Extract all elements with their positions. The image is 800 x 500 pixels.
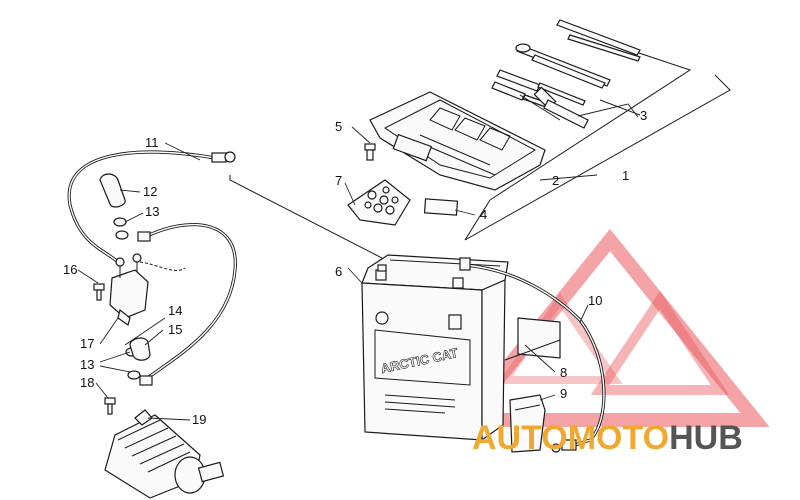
callout-8: 8 <box>560 365 567 380</box>
tool-set <box>491 19 641 129</box>
solenoid-17 <box>109 253 186 326</box>
battery-pad-8 <box>517 317 561 359</box>
bolt-16 <box>93 283 105 301</box>
watermark-logo <box>450 228 770 427</box>
decal-4 <box>423 198 459 216</box>
starter-motor-19 <box>104 409 225 499</box>
fastener-pack-7 <box>347 179 411 226</box>
starter-cable-14 <box>137 223 237 386</box>
svg-text:AUTOMOTOHUB: AUTOMOTOHUB <box>472 419 743 457</box>
callout-14: 14 <box>168 303 182 318</box>
battery-6: ARCTIC CAT <box>361 254 509 442</box>
callout-5: 5 <box>335 119 342 134</box>
callout-11: 11 <box>145 135 159 150</box>
callouts: 1 2 3 4 5 6 7 8 9 10 11 12 13 13 14 15 1… <box>63 108 647 427</box>
callout-18: 18 <box>80 375 94 390</box>
callout-19: 19 <box>192 412 206 427</box>
callout-16: 16 <box>63 262 77 277</box>
callout-17: 17 <box>80 336 94 351</box>
bolt-5 <box>364 143 376 161</box>
callout-13-top: 13 <box>145 204 159 219</box>
callout-6: 6 <box>335 264 342 279</box>
kit-outline <box>464 44 731 241</box>
callout-15: 15 <box>168 322 182 337</box>
callout-7: 7 <box>335 173 342 188</box>
callout-4: 4 <box>480 207 487 222</box>
watermark-hub: HUB <box>669 419 743 457</box>
callout-2: 2 <box>552 173 559 188</box>
connector-line <box>229 175 383 259</box>
watermark-text: AUTOMOTOHUB <box>472 419 743 457</box>
ground-cable-10 <box>459 257 606 453</box>
bolt-18 <box>104 397 116 415</box>
strap-9 <box>509 394 546 453</box>
callout-1: 1 <box>622 168 629 183</box>
tool-tray <box>369 91 546 191</box>
callout-13-bottom: 13 <box>80 357 94 372</box>
terminal-boot-12 <box>99 173 126 208</box>
callout-3: 3 <box>640 108 647 123</box>
watermark-auto: AUTO <box>472 419 568 457</box>
watermark-moto: MOTO <box>568 419 669 457</box>
callout-10: 10 <box>588 293 602 308</box>
callout-9: 9 <box>560 386 567 401</box>
boot-15 <box>129 337 151 361</box>
leader-lines <box>77 103 639 421</box>
pad-line <box>504 339 561 361</box>
callout-12: 12 <box>143 184 157 199</box>
battery-cable-11 <box>67 150 236 264</box>
